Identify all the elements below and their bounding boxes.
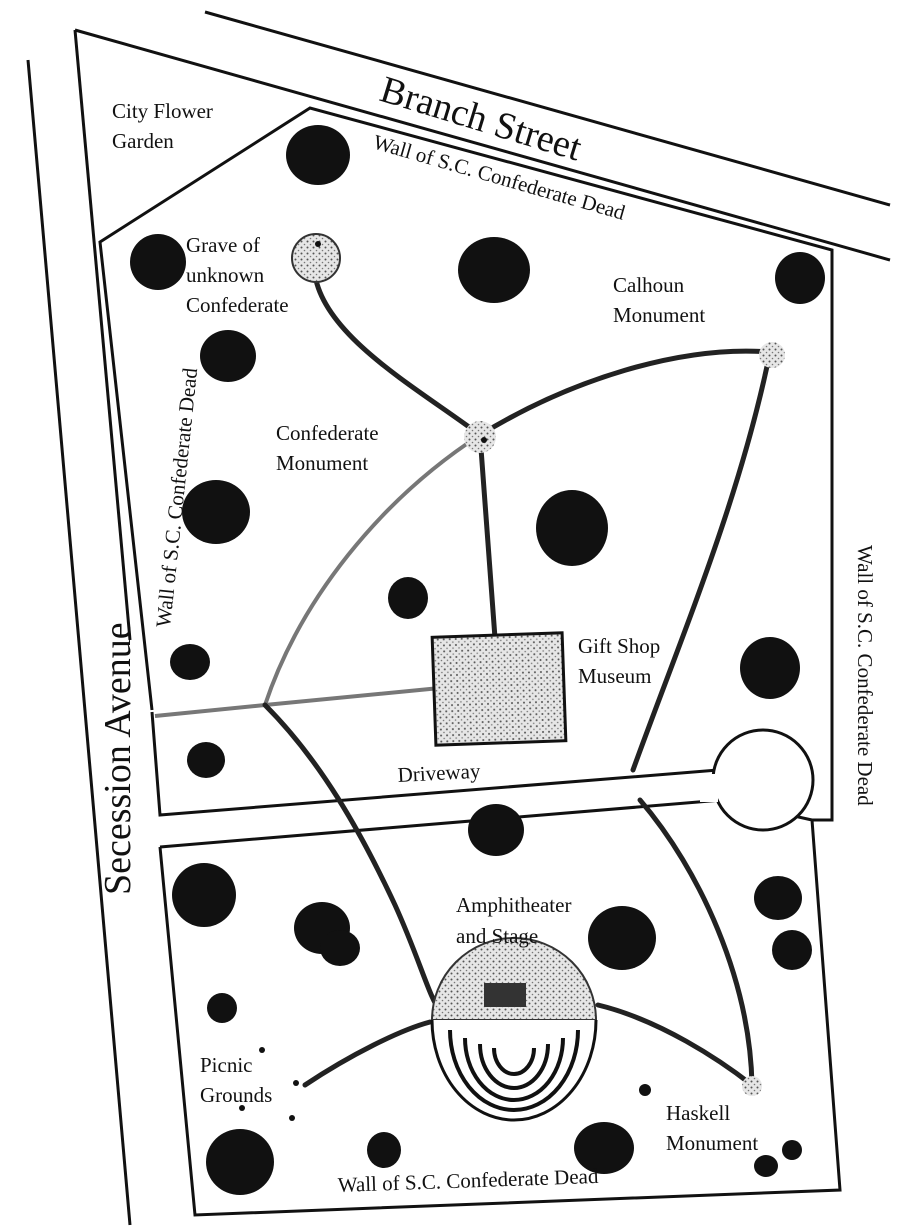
confederate-monument-center xyxy=(481,437,487,443)
tree xyxy=(772,930,812,970)
grave-center-dot xyxy=(315,241,321,247)
branch-street-edge-lower xyxy=(74,28,891,262)
picnic-table xyxy=(239,1105,245,1111)
tree xyxy=(458,237,530,303)
tree xyxy=(172,863,236,927)
driveway-label: Driveway xyxy=(397,759,481,787)
picnic-table xyxy=(259,1047,265,1053)
branch-street-edge-upper xyxy=(204,10,891,207)
tree xyxy=(320,930,360,966)
tree xyxy=(182,480,250,544)
tree xyxy=(754,1155,778,1177)
picnic-grounds-label: Picnic Grounds xyxy=(200,1053,272,1107)
amphitheater-label: Amphitheater and Stage xyxy=(456,893,577,948)
path-amphitheater-to-haskell xyxy=(595,1002,755,1088)
calhoun-monument-label: Calhoun Monument xyxy=(613,273,705,327)
driveway-neck-cover xyxy=(700,774,718,802)
grave-of-unknown-confederate-marker xyxy=(291,233,341,283)
wall-label-bottom: Wall of S.C. Confederate Dead xyxy=(337,1164,599,1197)
wall-label-right: Wall of S.C. Confederate Dead xyxy=(853,545,877,806)
city-flower-garden-label: City Flower Garden xyxy=(112,99,218,153)
picnic-table xyxy=(289,1115,295,1121)
gift-shop-museum-building xyxy=(430,631,568,747)
calhoun-monument-marker xyxy=(759,342,785,368)
tree xyxy=(367,1132,401,1168)
tree xyxy=(468,804,524,856)
path-grave-to-monument xyxy=(313,277,483,438)
path-driveway-to-haskell xyxy=(637,797,755,1088)
path-monument-to-museum xyxy=(477,432,498,641)
tree xyxy=(782,1140,802,1160)
trees xyxy=(130,125,825,1195)
tree xyxy=(170,644,210,680)
secession-avenue-edge-inner xyxy=(73,29,132,641)
haskell-monument-label: Haskell Monument xyxy=(666,1101,758,1155)
secession-avenue-label: Secession Avenue xyxy=(97,622,139,895)
tree xyxy=(775,252,825,304)
path-calhoun-down xyxy=(630,349,773,773)
tree xyxy=(200,330,256,382)
gift-shop-museum-label: Gift Shop Museum xyxy=(578,634,666,688)
driveway-turnaround xyxy=(711,728,815,832)
tree xyxy=(639,1084,651,1096)
secession-avenue-edge-outer xyxy=(26,59,132,1226)
driveway-top-edge xyxy=(150,711,719,817)
path-picnic-to-amphitheater xyxy=(302,1019,433,1088)
tree xyxy=(286,125,350,185)
tree xyxy=(574,1122,634,1174)
lower-park-boundary xyxy=(158,798,842,1217)
tree xyxy=(130,234,186,290)
haskell-monument-marker xyxy=(742,1076,762,1096)
path-monument-to-calhoun xyxy=(477,348,773,438)
tree xyxy=(187,742,225,778)
path-monument-to-left-junction xyxy=(263,433,482,706)
amphitheater xyxy=(430,937,598,1122)
tree xyxy=(206,1129,274,1195)
tree xyxy=(754,876,802,920)
amphitheater-stage xyxy=(484,983,526,1007)
upper-park-boundary xyxy=(98,106,834,822)
tree xyxy=(588,906,656,970)
tree xyxy=(740,637,800,699)
tree xyxy=(207,993,237,1023)
path-left-wall-to-museum xyxy=(154,686,441,718)
confederate-monument-label: Confederate Monument xyxy=(276,421,384,475)
grave-label: Grave of unknown Confederate xyxy=(186,233,289,317)
confederate-monument-marker xyxy=(464,421,496,453)
tree xyxy=(536,490,608,566)
path-junction-to-amphitheater xyxy=(262,702,443,1013)
tree xyxy=(388,577,428,619)
picnic-table xyxy=(293,1080,299,1086)
